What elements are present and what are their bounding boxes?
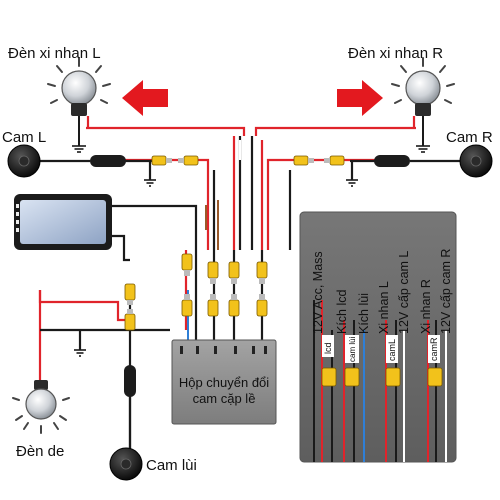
right-signal-bulb [391, 57, 455, 153]
ground-icon [144, 179, 156, 187]
right-arrow-icon [337, 80, 383, 116]
legend-tag-camL: camL [387, 339, 397, 361]
legend-label-xi-nhan-r: Xi nhan R [419, 279, 433, 334]
legend-tag-camR: camR [429, 337, 439, 361]
legend-panel: lcd cam lùi camL camR 12V Acc, Mass Kích… [299, 211, 457, 463]
ground-icon [346, 179, 358, 187]
ground-icon [74, 349, 86, 357]
cam-left-lens [18, 155, 30, 167]
reverse-bulb [12, 380, 70, 434]
legend-label-kich-lcd: Kích lcd [335, 289, 349, 334]
reverse-cable-barrel [124, 365, 136, 397]
black-wires [38, 136, 462, 450]
reverse-cam-label: Cam lùi [146, 457, 197, 474]
legend-label-kich-lui: Kích lùi [357, 293, 371, 334]
left-arrow-icon [122, 80, 168, 116]
cam-right-label: Cam R [446, 129, 493, 146]
box-label-line2: cam cặp lề [193, 391, 256, 406]
legend-tag-lcd: lcd [323, 342, 333, 354]
left-signal-bulb [47, 57, 111, 153]
legend-label-12v-cam-l: 12V cấp cam L [397, 251, 411, 334]
legend-label-12v-cam-r: 12V cấp cam R [439, 249, 453, 334]
rca-connectors-top [151, 155, 345, 166]
reverse-cam-lens [120, 458, 132, 470]
legend-label-xi-nhan-l: Xi nhan L [377, 281, 391, 334]
box-label-line1: Hộp chuyển đổi [179, 375, 269, 390]
right-signal-label: Đèn xi nhan R [348, 45, 443, 62]
cam-left-label: Cam L [2, 129, 46, 146]
cam-right-cable-barrel [374, 155, 410, 167]
left-signal-label: Đèn xi nhan L [8, 45, 101, 62]
red-wires [38, 116, 416, 385]
converter-box: Hộp chuyển đổi cam cặp lề [171, 339, 277, 425]
rca-connectors-box [181, 253, 268, 317]
legend-tag-cam-lui: cam lùi [348, 336, 357, 362]
cam-left-cable-barrel [90, 155, 126, 167]
rca-connectors-reverse [124, 283, 136, 331]
cam-right-lens [470, 155, 482, 167]
legend-label-acc-mass: 12V Acc, Mass [311, 251, 325, 334]
reverse-light-label: Đèn de [16, 443, 64, 460]
lcd-monitor [14, 194, 112, 250]
